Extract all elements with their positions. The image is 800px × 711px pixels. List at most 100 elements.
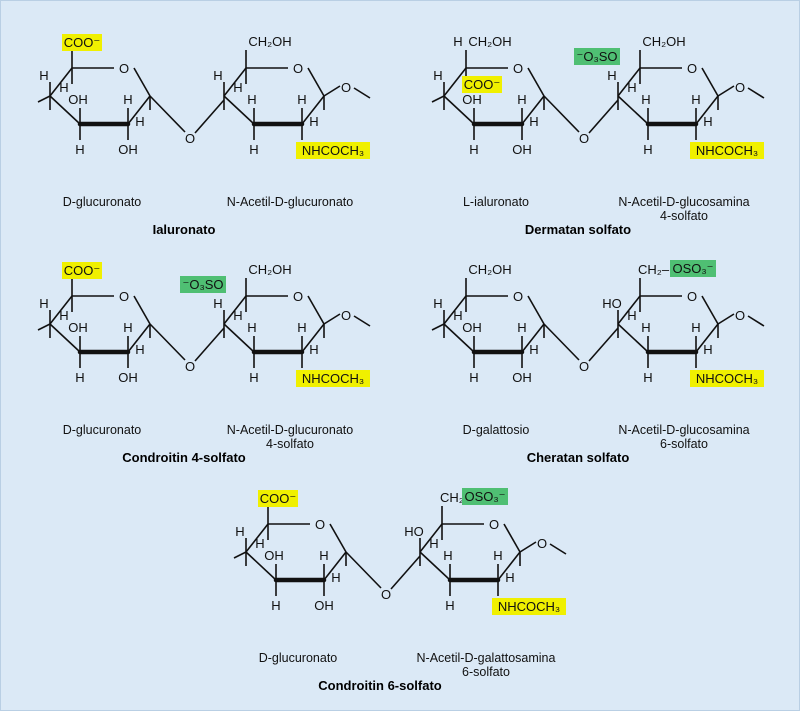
- ring-bond: [443, 323, 475, 353]
- ring-bond: [307, 295, 325, 325]
- c5-substituent-label: H: [59, 308, 68, 323]
- acetamido-label: NHCOCH₃: [302, 371, 364, 386]
- ring-bond: [527, 295, 545, 325]
- c5-substituent-label: H: [627, 308, 636, 323]
- c3-up-label: OH: [462, 92, 482, 107]
- c3-down-label: H: [445, 598, 454, 613]
- panel-dermatan: OCH₂OHHOHHHOHHHCOO⁻OOCH₂OHHHHHHHH⁻O₃SONH…: [431, 34, 765, 237]
- ring-bond: [443, 295, 467, 325]
- ring-bond: [307, 67, 325, 97]
- chain-bond: [323, 313, 341, 325]
- ring-bond: [617, 67, 641, 97]
- chain-bond: [717, 85, 735, 97]
- glycosidic-oxygen-label: O: [579, 131, 589, 146]
- c4-up-label: HO: [404, 524, 424, 539]
- c2-up-label: H: [123, 92, 132, 107]
- glycosidic-bond: [345, 551, 382, 589]
- ring-bond: [695, 95, 719, 125]
- right-sugar-caption: N-Acetil-D-galattosamina: [417, 651, 556, 665]
- panel-ialuronato: OCOO⁻HHOHHHOHHOOCH₂OHHHHHHHHNHCOCH₃OD-gl…: [37, 34, 371, 237]
- c2-up-label: H: [297, 92, 306, 107]
- right-sugar-caption: N-Acetil-D-glucuronato: [227, 195, 353, 209]
- glycosidic-bond: [194, 99, 225, 134]
- c3-down-label: H: [75, 142, 84, 157]
- c3-down-label: H: [75, 370, 84, 385]
- ring-oxygen-label: O: [513, 289, 523, 304]
- panel-title: Cheratan solfato: [527, 450, 630, 465]
- left-sugar-caption: D-glucuronato: [63, 195, 142, 209]
- c1-down-label: H: [331, 570, 340, 585]
- chain-bond: [323, 85, 341, 97]
- right-sugar-caption: N-Acetil-D-glucosamina: [618, 423, 749, 437]
- ring-bond: [49, 95, 81, 125]
- c4-up-label: H: [213, 68, 222, 83]
- chain-bond: [519, 541, 537, 553]
- ring-bond: [521, 323, 545, 353]
- chain-bond: [353, 315, 371, 327]
- chain-bond: [747, 87, 765, 99]
- c5-substituent-label: H: [627, 80, 636, 95]
- c3-up-label: H: [247, 320, 256, 335]
- chain-stub-bond: [37, 95, 51, 103]
- panel-title: Condroitin 4-solfato: [122, 450, 246, 465]
- c1-down-label: H: [135, 114, 144, 129]
- c5-substituent-label: H: [233, 80, 242, 95]
- c4-up-label: H: [39, 296, 48, 311]
- c1-down-label: H: [135, 342, 144, 357]
- ch2oh-label: CH₂OH: [642, 34, 685, 49]
- carboxylate-label: COO⁻: [260, 491, 296, 506]
- c1-down-label: H: [505, 570, 514, 585]
- c3-down-label: H: [249, 370, 258, 385]
- right-sugar-caption: N-Acetil-D-glucuronato: [227, 423, 353, 437]
- ring-bond: [301, 95, 325, 125]
- ring-oxygen-label: O: [687, 289, 697, 304]
- right-sugar-caption-line2: 6-solfato: [462, 665, 510, 679]
- left-sugar-caption: D-galattosio: [463, 423, 530, 437]
- glycosidic-oxygen-label: O: [185, 131, 195, 146]
- ring-bond: [497, 551, 521, 581]
- ring-bond: [419, 523, 443, 553]
- ring-bond: [443, 95, 475, 125]
- c5-substituent-label: H: [429, 536, 438, 551]
- carboxylate-label: COO⁻: [64, 263, 100, 278]
- right-sugar-caption: N-Acetil-D-glucosamina: [618, 195, 749, 209]
- chain-bond: [353, 87, 371, 99]
- acetamido-label: NHCOCH₃: [302, 143, 364, 158]
- ring-bond: [443, 67, 467, 97]
- panel-title: Dermatan solfato: [525, 222, 631, 237]
- sulfate-label: OSO₃⁻: [672, 261, 713, 276]
- c4-up-label: H: [607, 68, 616, 83]
- c3-down-label: H: [469, 142, 478, 157]
- chain-stub-bond: [431, 323, 445, 331]
- right-sugar-caption-line2: 6-solfato: [660, 437, 708, 451]
- ring-oxygen-label: O: [489, 517, 499, 532]
- ring-oxygen-label: O: [293, 61, 303, 76]
- acetamido-highlight: [690, 370, 764, 387]
- c3-down-label: H: [271, 598, 280, 613]
- ch2-label: CH₂–: [638, 262, 670, 277]
- c3-up-label: OH: [68, 92, 88, 107]
- c5-substituent-label: H: [453, 308, 462, 323]
- ring-bond: [701, 295, 719, 325]
- glycosidic-oxygen-label: O: [185, 359, 195, 374]
- ring-oxygen-label: O: [687, 61, 697, 76]
- c2-down-label: OH: [314, 598, 334, 613]
- ch2oh-label: CH₂OH: [468, 262, 511, 277]
- chain-stub-bond: [233, 551, 247, 559]
- sulfate-label: ⁻O₃SO: [182, 277, 223, 292]
- carboxylate-highlight: [62, 34, 102, 51]
- ring-bond: [301, 323, 325, 353]
- ring-bond: [617, 295, 641, 325]
- ring-bond: [323, 551, 347, 581]
- c2-up-label: H: [297, 320, 306, 335]
- c3-down-label: H: [249, 142, 258, 157]
- c2-up-label: H: [517, 92, 526, 107]
- ch2oh-label: CH₂OH: [468, 34, 511, 49]
- glycosidic-bond: [588, 99, 619, 134]
- chain-bond: [717, 313, 735, 325]
- chain-oxygen-label: O: [735, 308, 745, 323]
- ring-bond: [503, 523, 521, 553]
- left-sugar-caption: L-ialuronato: [463, 195, 529, 209]
- carboxylate-highlight: [258, 490, 298, 507]
